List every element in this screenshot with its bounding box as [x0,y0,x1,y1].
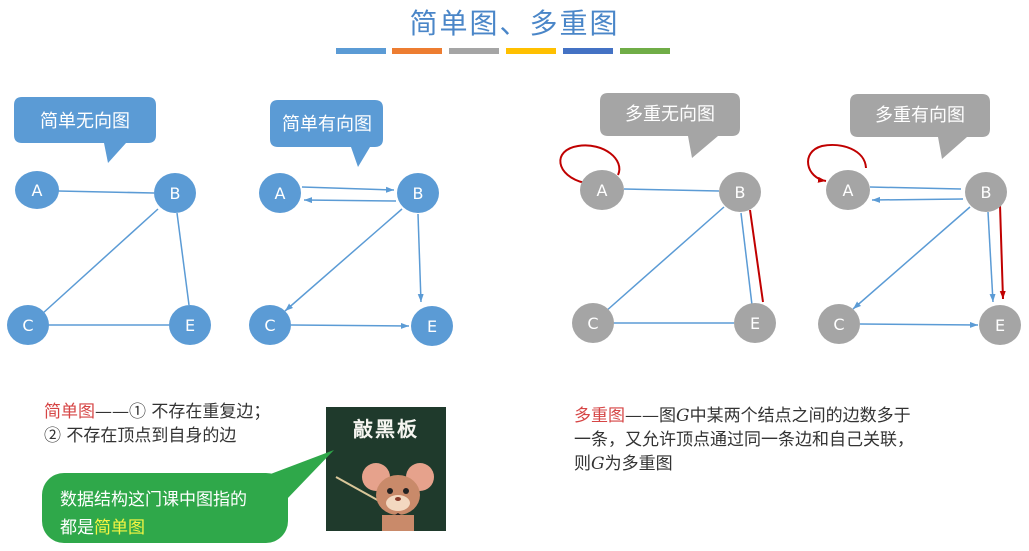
callout-label: 多重有向图 [875,105,965,126]
self-loop-a [807,144,867,183]
node-e: E [979,305,1021,345]
svg-text:B: B [170,184,181,203]
page-title: 简单图、多重图 [409,7,620,40]
node-a: A [826,170,870,210]
svg-text:E: E [995,316,1005,335]
edge-b-c [604,206,725,313]
node-e: E [169,305,211,345]
svg-text:C: C [264,316,275,335]
meme-board-text: 敲黑板 [353,417,419,441]
color-bar-segment [336,48,386,54]
multi-graph-definition: 多重图——图G中某两个结点之间的边数多于 一条，又允许顶点通过同一条边和自己关联… [574,404,914,476]
callout-simple-undirected: 简单无向图 [14,97,156,163]
multi-caption-line2: 一条，又允许顶点通过同一条边和自己关联， [574,430,914,450]
node-c: C [818,304,860,344]
node-b: B [154,173,196,213]
node-b: B [965,172,1007,212]
color-bar-segment [449,48,499,54]
cartoon-mouse-icon [335,463,434,531]
node-b: B [397,173,439,213]
svg-text:B: B [413,184,424,203]
svg-text:A: A [275,184,286,203]
callout-label: 简单无向图 [40,111,130,132]
edge-a-b [57,190,155,194]
svg-text:A: A [32,181,43,200]
edge-b-c [41,208,159,315]
color-bar-segment [620,48,670,54]
svg-text:C: C [833,315,844,334]
color-bar-segment [563,48,613,54]
edge-a-to-b [301,186,395,193]
callout-label: 简单有向图 [282,114,372,135]
edge-b-to-e [417,213,424,303]
callout-simple-directed: 简单有向图 [270,100,383,167]
edge-a-b [623,188,720,192]
svg-text:E: E [185,316,195,335]
simple-caption-line2: ② 不存在顶点到自身的边 [44,426,237,446]
node-c: C [572,303,614,343]
multi-undirected-graph: 多重无向图 A B C E [559,93,776,343]
svg-text:A: A [597,181,608,200]
svg-text:E: E [750,314,760,333]
svg-text:C: C [587,314,598,333]
node-e: E [734,303,776,343]
svg-text:A: A [843,181,854,200]
edge-b-to-c [852,206,971,310]
edge-b-to-a [303,197,397,204]
edge-c-to-e [859,321,979,328]
node-b: B [719,172,761,212]
speech-line2: 都是简单图 [60,518,145,537]
speech-line1: 数据结构这门课中图指的 [60,490,247,509]
node-c: C [7,305,49,345]
multi-caption-line3: 则G为多重图 [574,454,673,474]
multi-directed-graph: 多重有向图 A B C E [807,94,1021,345]
term-multi-graph: 多重图 [574,406,625,426]
callout-multi-directed: 多重有向图 [850,94,990,159]
multi-caption-line1: 多重图——图G中某两个结点之间的边数多于 [574,406,911,426]
node-a: A [15,171,59,209]
color-bar-segment [392,48,442,54]
simple-undirected-graph: 简单无向图 A B C E [7,97,211,345]
edge-b-e-2 [749,209,764,303]
edge-c-to-e [290,322,410,329]
simple-directed-graph: 简单有向图 A B C E [249,100,453,346]
node-c: C [249,305,291,345]
node-a: A [580,170,624,210]
term-simple-graph: 简单图 [44,402,95,422]
svg-text:C: C [22,316,33,335]
edge-b-to-e-2 [999,204,1006,300]
edge-b-to-e-1 [987,211,996,303]
edge-a-b [869,186,962,190]
color-bar-segment [506,48,556,54]
edge-b-e-1 [740,212,753,306]
edge-b-to-c [284,208,403,312]
edge-b-e [176,212,190,306]
blackboard-meme-image: 敲黑板 [326,407,446,531]
node-e: E [411,306,453,346]
callout-label: 多重无向图 [625,104,715,125]
simple-graph-definition: 简单图——① 不存在重复边； ② 不存在顶点到自身的边 [44,400,270,448]
svg-text:B: B [981,183,992,202]
speech-bubble: 数据结构这门课中图指的 都是简单图 [42,473,288,543]
node-a: A [259,173,301,213]
self-loop-a [559,144,621,184]
speech-highlight: 简单图 [94,518,145,537]
callout-multi-undirected: 多重无向图 [600,93,740,158]
svg-text:B: B [735,183,746,202]
simple-caption-line1: 简单图——① 不存在重复边； [44,402,271,422]
edge-b-to-a [871,196,964,203]
svg-text:E: E [427,317,437,336]
